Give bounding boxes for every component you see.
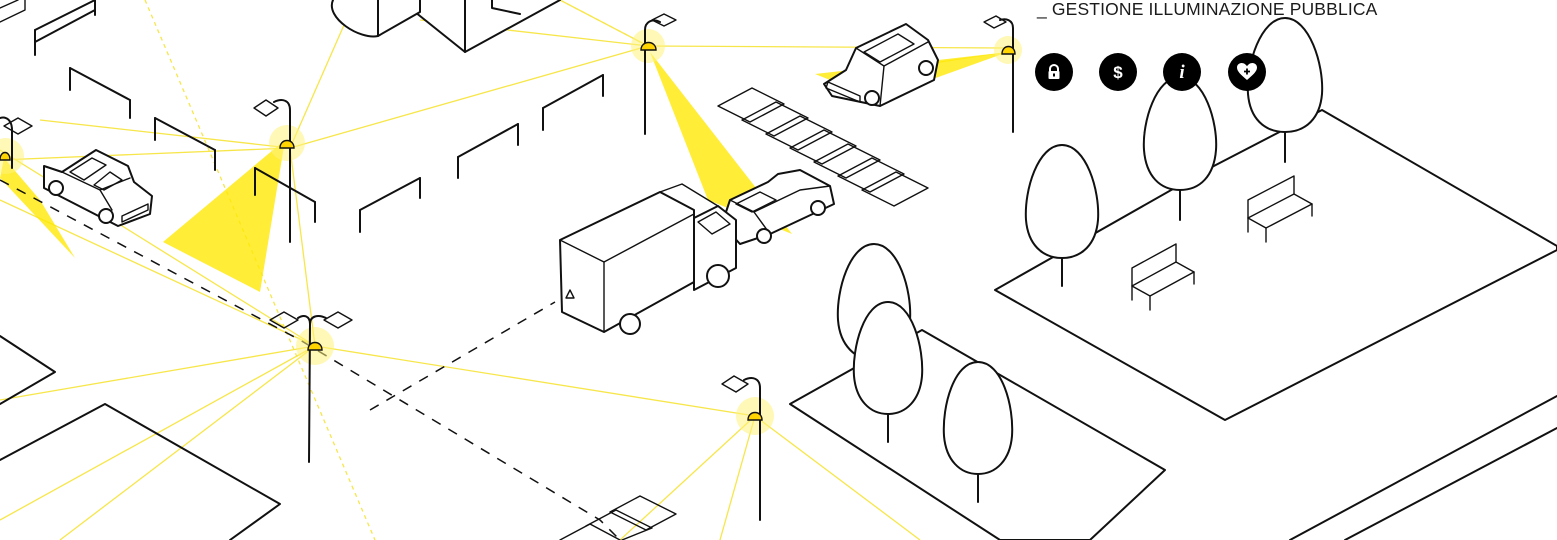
lock-icon bbox=[1045, 63, 1063, 81]
street-lamps bbox=[0, 13, 1022, 521]
svg-text:i: i bbox=[1179, 62, 1185, 82]
payments-button[interactable]: $ bbox=[1099, 53, 1137, 91]
building bbox=[330, 0, 561, 53]
truck bbox=[559, 183, 737, 335]
page-title: _ GESTIONE ILLUMINAZIONE PUBBLICA bbox=[1037, 0, 1378, 19]
car-top-right bbox=[823, 23, 939, 107]
street-lamp bbox=[983, 15, 1022, 133]
tree bbox=[942, 361, 1014, 503]
car-center bbox=[721, 169, 835, 245]
svg-text:$: $ bbox=[1113, 63, 1123, 82]
street-lamp bbox=[269, 311, 353, 463]
bench bbox=[1131, 243, 1195, 311]
road-markings bbox=[0, 179, 621, 540]
street-lamp bbox=[0, 116, 33, 174]
security-button[interactable] bbox=[1035, 53, 1073, 91]
car-left bbox=[43, 149, 153, 227]
crosswalk-bottom bbox=[559, 495, 677, 540]
tree bbox=[852, 301, 924, 443]
crate bbox=[0, 0, 26, 23]
benches bbox=[1131, 175, 1313, 311]
street-lamp bbox=[631, 13, 677, 135]
trees bbox=[836, 17, 1324, 503]
tree bbox=[1142, 76, 1218, 221]
health-button[interactable] bbox=[1228, 53, 1266, 91]
crosswalk-top bbox=[717, 87, 929, 207]
fences bbox=[34, 0, 604, 233]
street-lamp bbox=[721, 375, 774, 521]
info-icon: i bbox=[1173, 62, 1191, 82]
information-button[interactable]: i bbox=[1163, 53, 1201, 91]
tree bbox=[1246, 17, 1324, 163]
bench bbox=[1247, 175, 1313, 243]
heart-plus-icon bbox=[1236, 62, 1258, 82]
dollar-icon: $ bbox=[1109, 62, 1127, 82]
tree bbox=[1024, 144, 1100, 287]
street-lamp bbox=[253, 99, 305, 243]
